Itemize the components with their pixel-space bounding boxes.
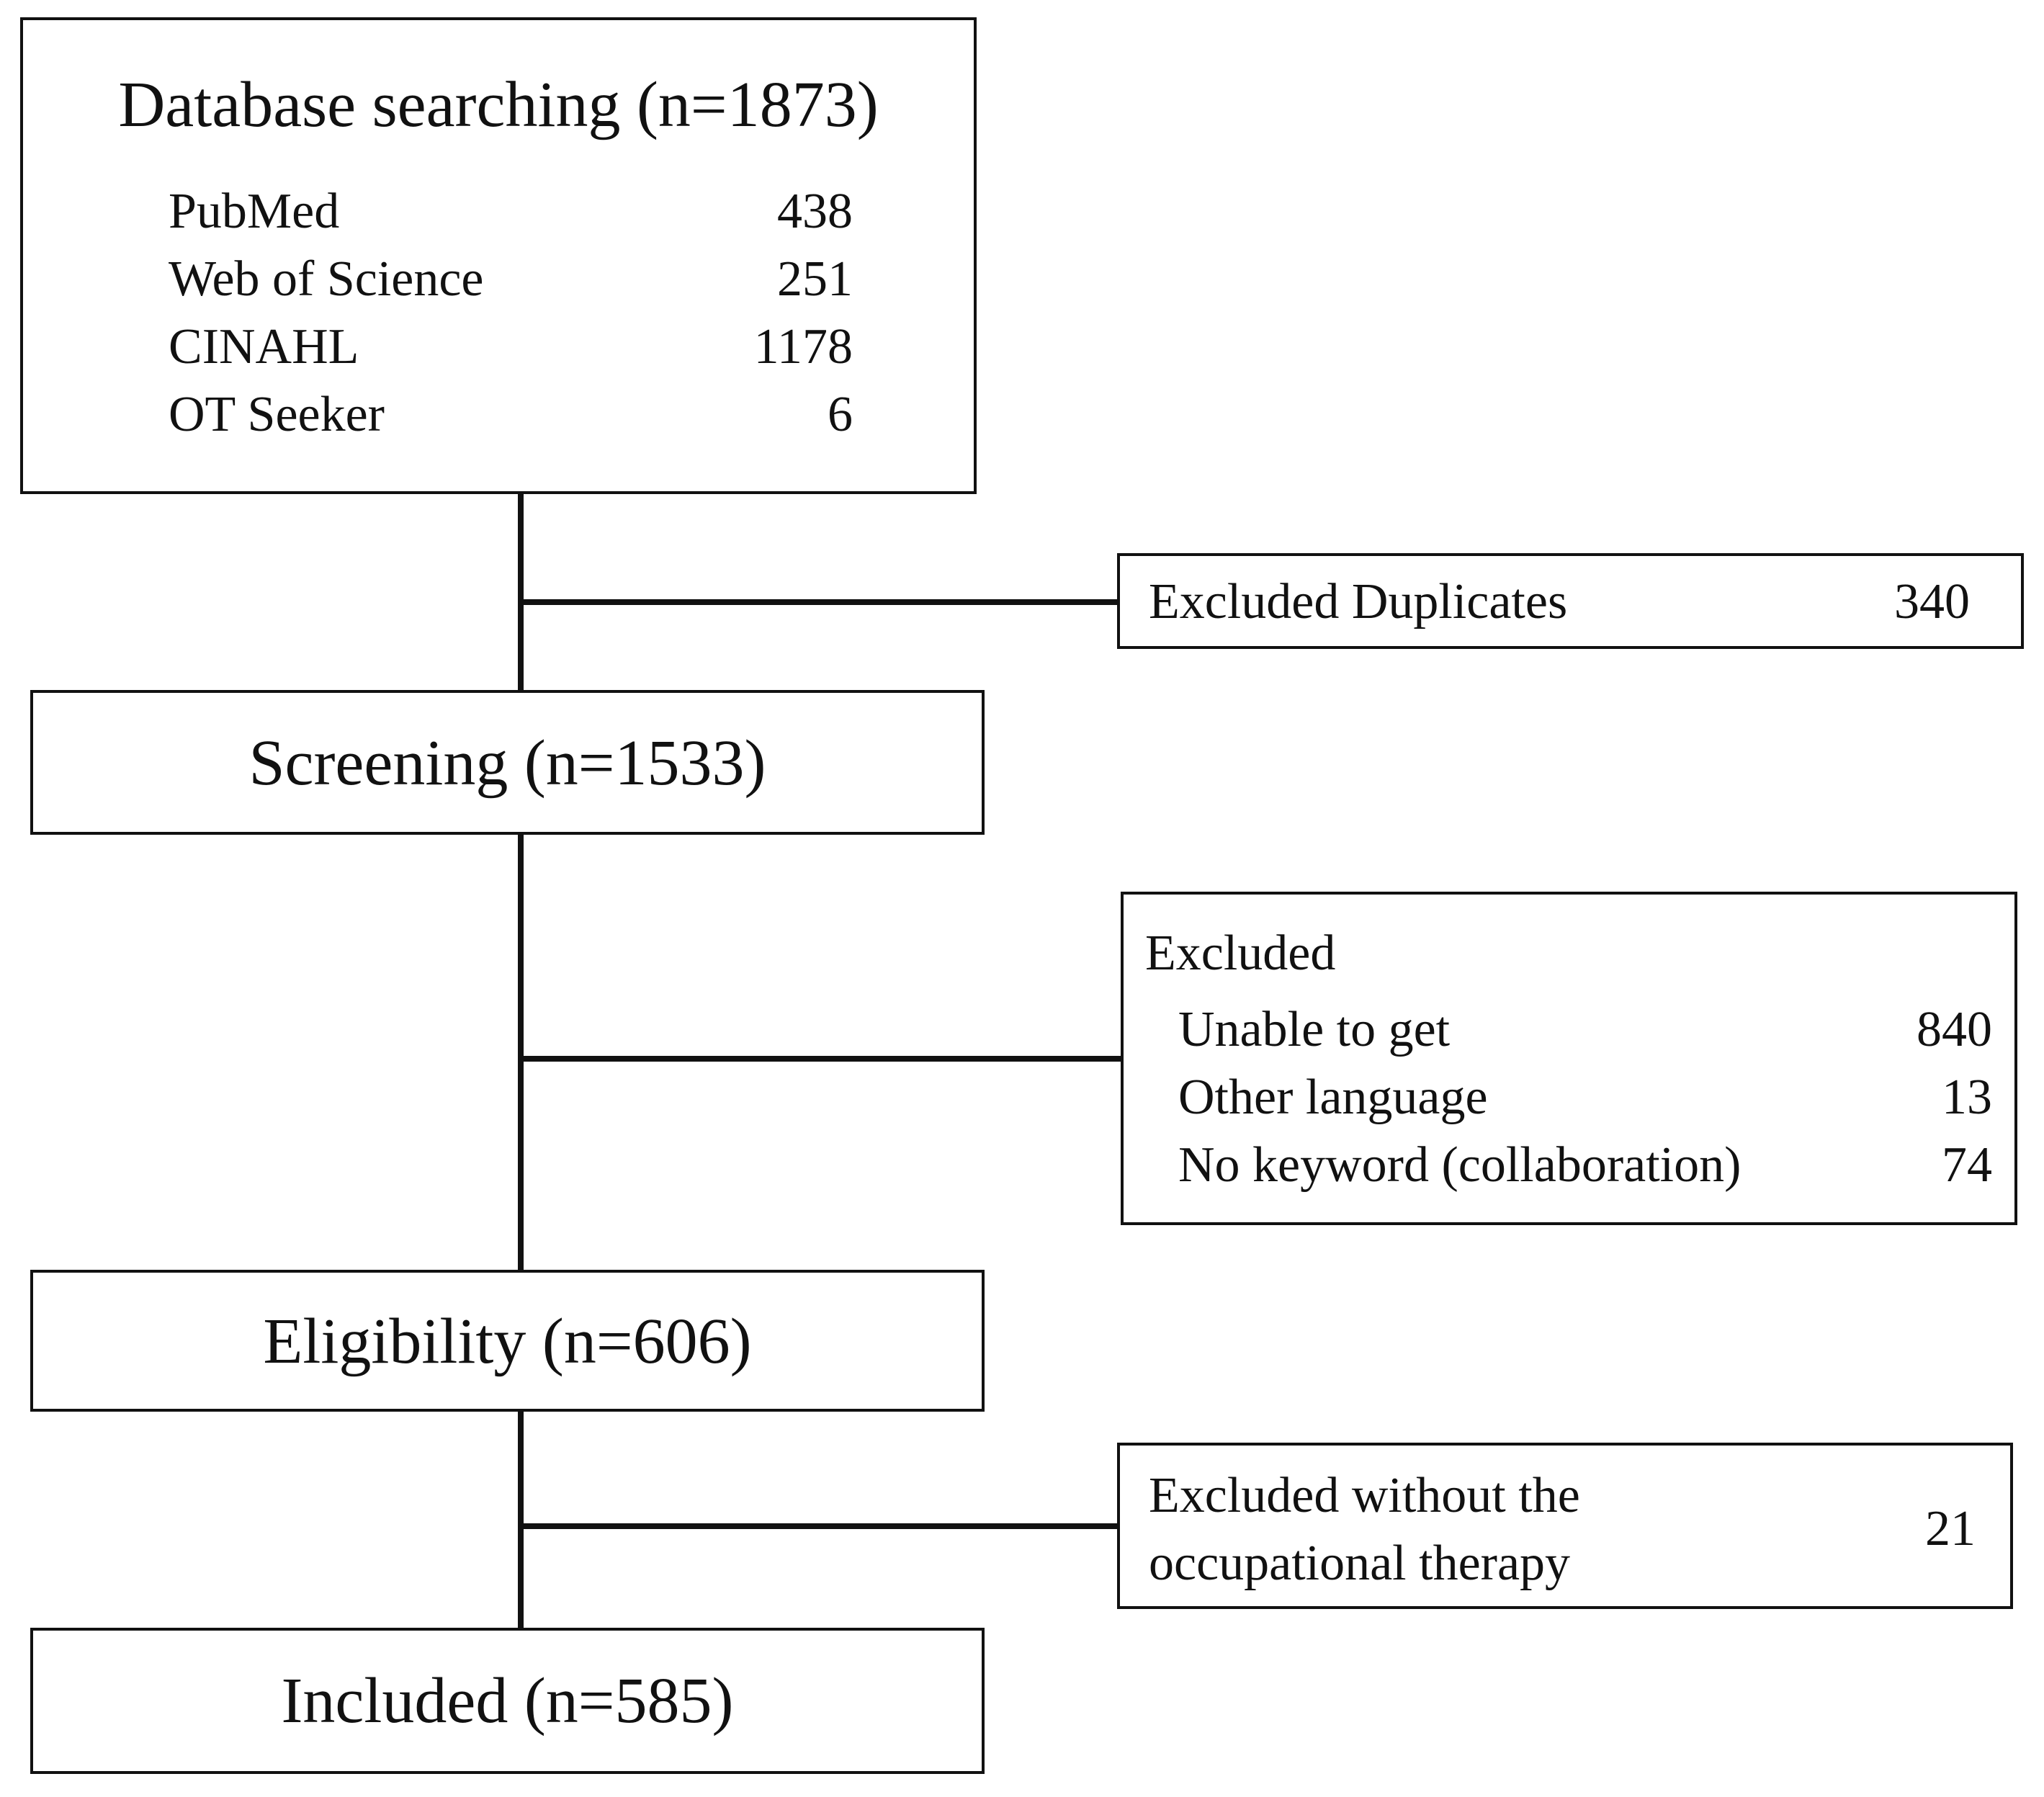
duplicates-row: Excluded Duplicates 340 [1149, 573, 1970, 631]
source-name: CINAHL [169, 319, 359, 375]
excluded-connector [518, 1056, 1123, 1062]
excluded-row: Other language 13 [1178, 1069, 1992, 1126]
excluded-ot-line1: Excluded without the [1149, 1468, 1580, 1523]
excluded-title: Excluded [1145, 926, 1336, 981]
eligibility-box: Eligibility (n=606) [30, 1270, 985, 1412]
excluded-label: Other language [1178, 1070, 1488, 1125]
source-row: OT Seeker 6 [169, 386, 853, 444]
excluded-duplicates-box: Excluded Duplicates 340 [1117, 553, 2024, 649]
excluded-box: Excluded Unable to get 840 Other languag… [1121, 892, 2017, 1225]
source-count: 438 [777, 184, 853, 239]
database-searching-box: Database searching (n=1873) PubMed 438 W… [20, 17, 977, 494]
duplicates-connector [518, 599, 1119, 605]
source-count: 6 [828, 387, 853, 442]
source-row: CINAHL 1178 [169, 318, 853, 376]
eligibility-title: Eligibility (n=606) [263, 1306, 752, 1377]
excluded-row: No keyword (collaboration) 74 [1178, 1137, 1992, 1194]
excluded-ot-line2: occupational therapy [1149, 1536, 1571, 1591]
source-row: Web of Science 251 [169, 251, 853, 308]
excluded-label: Unable to get [1178, 1002, 1451, 1057]
duplicates-count: 340 [1894, 574, 1970, 629]
source-count: 1178 [753, 319, 853, 375]
database-searching-title: Database searching (n=1873) [118, 69, 879, 140]
included-title: Included (n=585) [281, 1665, 734, 1736]
source-row: PubMed 438 [169, 183, 853, 241]
excluded-count: 74 [1942, 1137, 1992, 1193]
excluded-ot-connector [518, 1523, 1119, 1529]
duplicates-label: Excluded Duplicates [1149, 574, 1568, 629]
source-count: 251 [777, 251, 853, 307]
excluded-label: No keyword (collaboration) [1178, 1137, 1742, 1193]
screening-title: Screening (n=1533) [248, 727, 766, 799]
source-name: OT Seeker [169, 387, 385, 442]
excluded-ot-count: 21 [1925, 1501, 1976, 1556]
excluded-count: 840 [1917, 1002, 1992, 1057]
source-name: PubMed [169, 184, 340, 239]
screening-box: Screening (n=1533) [30, 690, 985, 835]
excluded-ot-box: Excluded without the occupational therap… [1117, 1443, 2013, 1609]
included-box: Included (n=585) [30, 1628, 985, 1774]
excluded-count: 13 [1942, 1070, 1992, 1125]
source-name: Web of Science [169, 251, 484, 307]
excluded-row: Unable to get 840 [1178, 1001, 1992, 1059]
